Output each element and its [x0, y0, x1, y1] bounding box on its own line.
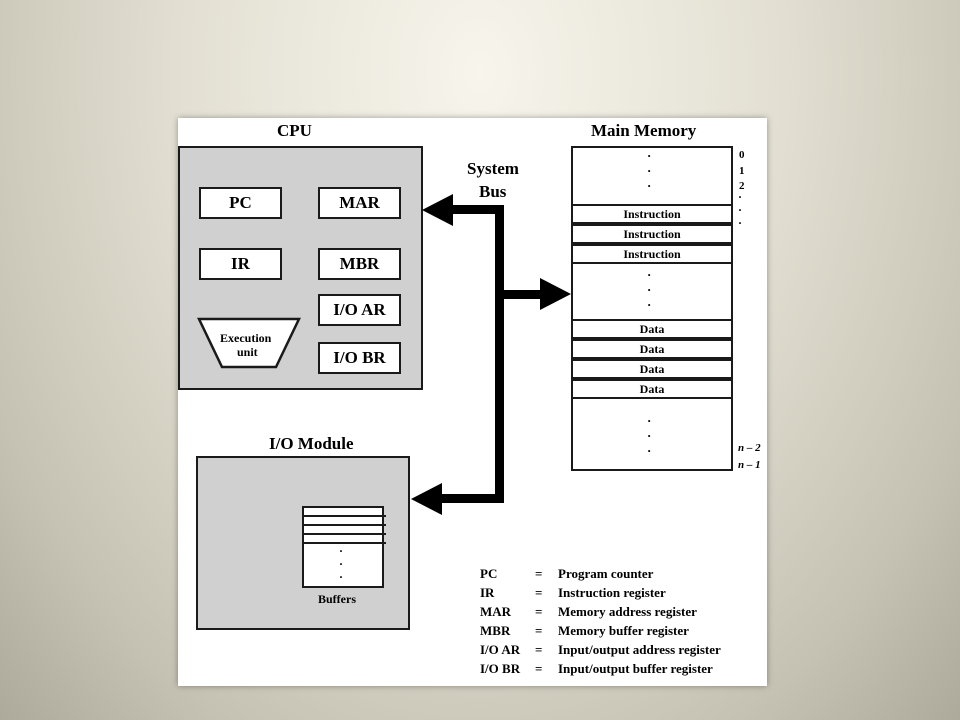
mar-register: MAR	[318, 187, 401, 219]
legend-abbr-mar: MAR	[480, 604, 512, 619]
bus-to-cpu-line	[443, 205, 504, 214]
buffer-slot	[304, 526, 386, 535]
memory-ellipsis-middle: · · ·	[647, 267, 652, 312]
buffers-label: Buffers	[318, 592, 356, 606]
system-bus-label-line2: Bus	[479, 182, 507, 201]
buffers-block: · · ·	[302, 506, 386, 588]
memory-row-instruction-1: Instruction	[573, 204, 731, 224]
buffer-slot	[304, 508, 386, 517]
legend-eq-mbr: =	[535, 623, 543, 638]
legend-eq-mar: =	[535, 604, 543, 619]
legend-desc-io-br: Input/output buffer register	[558, 661, 713, 676]
address-0: 0	[739, 149, 745, 161]
io-module-title: I/O Module	[269, 434, 354, 453]
legend-abbr-io-ar: I/O AR	[480, 642, 521, 657]
ir-register: IR	[199, 248, 282, 280]
address-n-minus-2: n – 2	[738, 442, 761, 454]
address-n-minus-1: n – 1	[738, 459, 761, 471]
legend-desc-pc: Program counter	[558, 566, 654, 581]
legend-eq-pc: =	[535, 566, 543, 581]
cpu-panel: PC MAR IR MBR I/O AR I/O BR Execution un…	[178, 146, 423, 390]
execution-unit-label-line2: unit	[237, 345, 258, 359]
memory-row-data-4: Data	[573, 379, 731, 399]
mbr-register: MBR	[318, 248, 401, 280]
legend-abbr-ir: IR	[480, 585, 495, 600]
cpu-title: CPU	[277, 121, 312, 140]
io-module-panel: · · · Buffers	[196, 456, 410, 630]
memory-row-data-1: Data	[573, 319, 731, 339]
buffers-ellipsis: · · ·	[339, 544, 344, 584]
pc-register: PC	[199, 187, 282, 219]
legend-abbr-io-br: I/O BR	[480, 661, 521, 676]
bus-to-memory-line	[495, 290, 545, 299]
buffer-slot	[304, 535, 386, 544]
legend-desc-mar: Memory address register	[558, 604, 697, 619]
execution-unit-shape	[197, 317, 301, 369]
main-memory-title: Main Memory	[591, 121, 697, 140]
bus-arrowhead-memory	[540, 278, 571, 310]
legend-desc-io-ar: Input/output address register	[558, 642, 721, 657]
main-memory-block: · · · Instruction Instruction Instructio…	[571, 146, 733, 471]
legend-eq-io-ar: =	[535, 642, 543, 657]
legend-eq-io-br: =	[535, 661, 543, 676]
memory-row-data-3: Data	[573, 359, 731, 379]
address-2: 2	[739, 180, 745, 192]
bus-vertical-line	[495, 205, 504, 503]
io-ar-register: I/O AR	[318, 294, 401, 326]
memory-ellipsis-top: · · ·	[647, 148, 652, 193]
legend-eq-ir: =	[535, 585, 543, 600]
diagram-slide: CPU PC MAR IR MBR I/O AR I/O BR Executio…	[178, 118, 767, 686]
address-ellipsis: · · ·	[738, 190, 743, 230]
bus-arrowhead-io	[411, 483, 442, 515]
memory-ellipsis-bottom: · · ·	[647, 413, 652, 458]
legend-desc-mbr: Memory buffer register	[558, 623, 689, 638]
memory-row-data-2: Data	[573, 339, 731, 359]
bus-arrowhead-cpu	[422, 194, 453, 226]
legend-abbr-mbr: MBR	[480, 623, 511, 638]
legend-desc-ir: Instruction register	[558, 585, 666, 600]
buffer-slot	[304, 517, 386, 526]
memory-row-instruction-3: Instruction	[573, 244, 731, 264]
address-1: 1	[739, 165, 745, 177]
system-bus-label-line1: System	[467, 159, 519, 178]
memory-row-instruction-2: Instruction	[573, 224, 731, 244]
legend: PC = Program counter IR = Instruction re…	[480, 566, 765, 684]
legend-abbr-pc: PC	[480, 566, 498, 581]
execution-unit-label-line1: Execution	[220, 331, 272, 345]
io-br-register: I/O BR	[318, 342, 401, 374]
bus-to-io-line	[433, 494, 504, 503]
